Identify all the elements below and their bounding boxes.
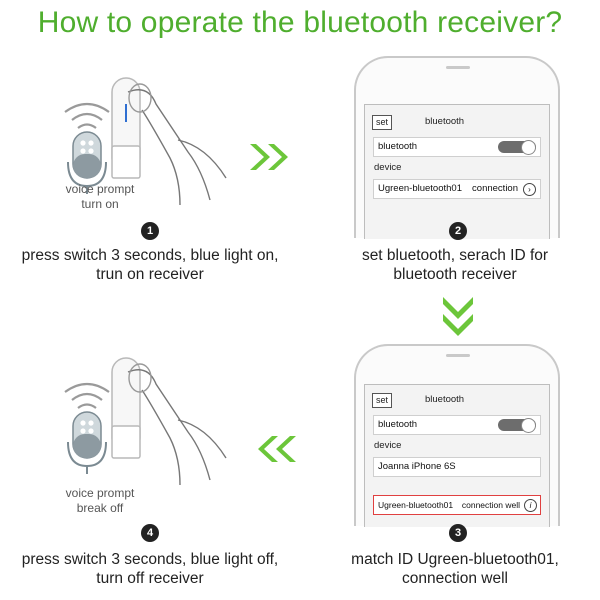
chevron-right-circle-icon[interactable]: › — [523, 183, 536, 196]
step1-badge: 1 — [141, 222, 159, 240]
toggle-knob — [521, 140, 536, 155]
step3-badge: 3 — [449, 524, 467, 542]
device-row-highlighted[interactable]: Ugreen-bluetooth01 connection well i — [373, 495, 541, 515]
bluetooth-toggle-row[interactable]: bluetooth — [373, 137, 541, 157]
step4-illustration — [64, 357, 227, 486]
bluetooth-toggle-row[interactable]: bluetooth — [373, 415, 541, 435]
step4-badge: 4 — [141, 524, 159, 542]
bluetooth-label: bluetooth — [378, 419, 418, 430]
phone-speaker-slot — [446, 66, 470, 69]
phone-mockup-1: set bluetooth bluetooth device Ugreen-bl… — [354, 56, 560, 239]
device-label: device — [374, 162, 402, 173]
receiver-device-icon — [111, 77, 141, 179]
screen-header: bluetooth — [425, 116, 465, 127]
device-name: Ugreen-bluetooth01 — [378, 183, 462, 194]
info-icon[interactable]: i — [524, 499, 537, 512]
step2-badge: 2 — [449, 222, 467, 240]
step4-caption: press switch 3 seconds, blue light off,t… — [21, 551, 279, 587]
phone-mockup-2: set bluetooth bluetooth device Joanna iP… — [354, 344, 560, 527]
device-status: connection well — [461, 500, 520, 510]
speaker-wave-icon — [64, 382, 110, 409]
chevron-right-double-icon — [250, 144, 288, 170]
speaker-wave-icon — [64, 102, 110, 129]
toggle-knob — [521, 418, 536, 433]
bluetooth-toggle[interactable] — [498, 418, 536, 433]
step1-caption: press switch 3 seconds, blue light on,tr… — [21, 247, 279, 283]
device-name: Ugreen-bluetooth01 — [378, 500, 454, 510]
phone-screen: set bluetooth bluetooth device Joanna iP… — [364, 384, 550, 527]
device-row[interactable]: Ugreen-bluetooth01 connection › — [373, 179, 541, 199]
paired-device-row[interactable]: Joanna iPhone 6S — [373, 457, 541, 477]
phone-speaker-slot — [446, 354, 470, 357]
set-button[interactable]: set — [372, 115, 393, 130]
device-label: device — [374, 440, 402, 451]
page-title: How to operate the bluetooth receiver? — [37, 6, 563, 39]
device-status: connection — [472, 183, 518, 194]
paired-device-name: Joanna iPhone 6S — [378, 461, 456, 472]
bluetooth-label: bluetooth — [378, 141, 418, 152]
finger-icon — [127, 83, 227, 206]
chevron-down-double-icon — [443, 297, 473, 336]
step1-illustration — [64, 77, 227, 206]
microphone-icon — [67, 411, 107, 474]
set-button[interactable]: set — [372, 393, 393, 408]
step3-caption: match ID Ugreen-bluetooth01,connection w… — [351, 551, 559, 587]
receiver-device-icon — [111, 357, 141, 459]
chevron-left-double-icon — [258, 436, 296, 462]
microphone-icon — [67, 131, 107, 194]
finger-icon — [127, 363, 227, 486]
phone-screen: set bluetooth bluetooth device Ugreen-bl… — [364, 104, 550, 239]
bluetooth-toggle[interactable] — [498, 140, 536, 155]
screen-header: bluetooth — [425, 394, 465, 405]
